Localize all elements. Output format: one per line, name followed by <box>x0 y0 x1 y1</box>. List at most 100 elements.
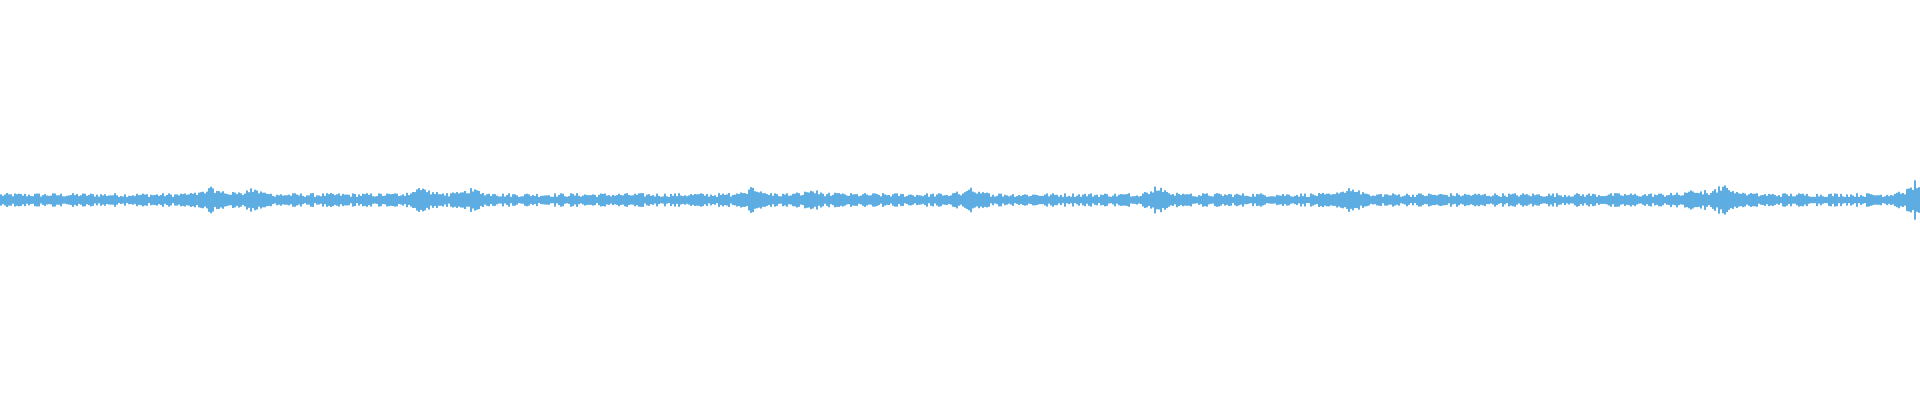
waveform-bar <box>1180 195 1182 205</box>
waveform-bar <box>1418 193 1420 207</box>
waveform-bar <box>1788 195 1790 205</box>
waveform-bar <box>572 193 574 207</box>
waveform-bar <box>1832 196 1834 204</box>
waveform-bar <box>1522 193 1524 207</box>
waveform-bar <box>1286 194 1288 206</box>
waveform-bar <box>322 193 324 207</box>
waveform-bar <box>248 192 250 208</box>
waveform-bar <box>1028 196 1030 204</box>
waveform-bar <box>844 194 846 206</box>
waveform-bar <box>784 194 786 206</box>
waveform-bar <box>2 195 4 205</box>
waveform-bar <box>1882 196 1884 204</box>
waveform-bar <box>1128 193 1130 207</box>
waveform-bar <box>1784 193 1786 207</box>
waveform-bar <box>326 193 328 207</box>
waveform-bar <box>938 193 940 207</box>
waveform-bar <box>1710 192 1712 208</box>
waveform-bar <box>1718 186 1720 214</box>
waveform-bar <box>1188 194 1190 206</box>
waveform-bar <box>1608 194 1610 206</box>
waveform-bar <box>1410 196 1412 204</box>
waveform-bar <box>1292 196 1294 204</box>
waveform-bar <box>96 194 98 206</box>
waveform-bar <box>916 194 918 206</box>
waveform-bar <box>1542 196 1544 204</box>
waveform-bar <box>820 192 822 208</box>
waveform-bar <box>410 193 412 207</box>
waveform-bar <box>922 196 924 204</box>
waveform-bar <box>880 196 882 204</box>
waveform-bar <box>428 190 430 210</box>
waveform-bar <box>156 194 158 206</box>
waveform-bar <box>1404 195 1406 205</box>
waveform-bar <box>876 194 878 206</box>
waveform-bar <box>1658 193 1660 207</box>
waveform-bar <box>1880 194 1882 206</box>
waveform-bar <box>458 193 460 207</box>
waveform-bar <box>1190 193 1192 207</box>
waveform-bar <box>914 196 916 204</box>
waveform-bar <box>240 193 242 207</box>
waveform-bar <box>150 194 152 206</box>
waveform-bar <box>996 195 998 205</box>
waveform-bar <box>1732 191 1734 209</box>
waveform-bar <box>316 195 318 205</box>
waveform-bar <box>320 196 322 204</box>
waveform-bar <box>294 193 296 207</box>
waveform-bar <box>714 195 716 205</box>
waveform-bar <box>1060 194 1062 206</box>
waveform-bar <box>1118 194 1120 206</box>
waveform-bar <box>90 193 92 207</box>
waveform-bar <box>632 195 634 205</box>
waveform-bar <box>684 195 686 205</box>
waveform-bar <box>36 193 38 207</box>
waveform-bar <box>456 192 458 208</box>
waveform-bar <box>1812 196 1814 204</box>
waveform-bar <box>18 193 20 207</box>
waveform-bar <box>1862 196 1864 204</box>
waveform-bar <box>1580 195 1582 205</box>
waveform-bar <box>1808 196 1810 204</box>
waveform-bar <box>1462 195 1464 205</box>
waveform-bar <box>142 193 144 207</box>
waveform-bar <box>868 195 870 205</box>
waveform-bar <box>1774 195 1776 205</box>
waveform-bar <box>48 195 50 205</box>
waveform-bar <box>14 193 16 207</box>
waveform-bar <box>1868 193 1870 207</box>
waveform-bar <box>1736 191 1738 209</box>
waveform-bar <box>460 192 462 208</box>
waveform-bar <box>954 192 956 208</box>
waveform-bar <box>554 193 556 207</box>
waveform-bar <box>1084 193 1086 207</box>
waveform-bar <box>1634 193 1636 207</box>
waveform-bar <box>1652 196 1654 204</box>
waveform-bar <box>1376 194 1378 206</box>
waveform-bar <box>336 194 338 206</box>
waveform-bar <box>1076 195 1078 205</box>
waveform-bar <box>1656 195 1658 205</box>
waveform-bar <box>1066 196 1068 204</box>
waveform-bar <box>440 194 442 206</box>
waveform-bar <box>1836 193 1838 207</box>
waveform-bar <box>312 193 314 207</box>
waveform-bar <box>278 195 280 205</box>
waveform-bar <box>1480 195 1482 205</box>
waveform-bar <box>552 196 554 204</box>
waveform-bar <box>1400 196 1402 204</box>
waveform-bar <box>350 196 352 204</box>
waveform-bar <box>1600 196 1602 204</box>
waveform-bar <box>70 194 72 206</box>
waveform-bar <box>878 194 880 206</box>
waveform-bar <box>1568 195 1570 205</box>
waveform-bar <box>1640 196 1642 204</box>
waveform-bar <box>1576 193 1578 207</box>
waveform-bar <box>1902 193 1904 207</box>
waveform-bar <box>834 192 836 208</box>
waveform-bar <box>182 194 184 206</box>
waveform-bar <box>1852 195 1854 205</box>
waveform-bar <box>1272 196 1274 204</box>
waveform-bar <box>44 194 46 206</box>
